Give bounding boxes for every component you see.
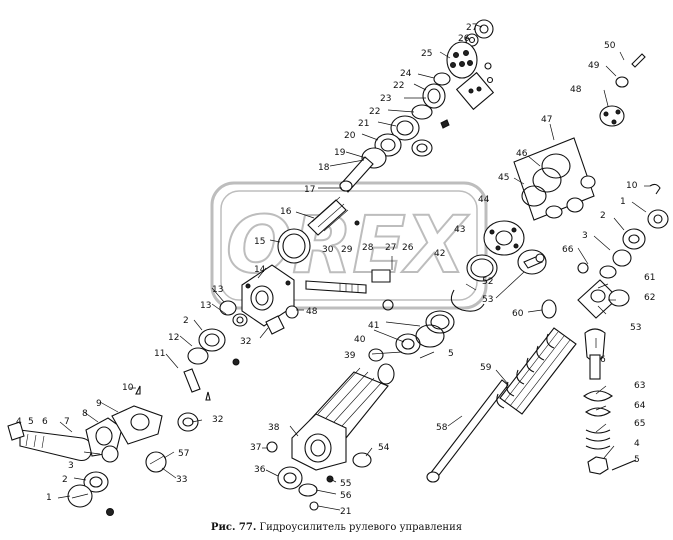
label-66: 66 xyxy=(562,245,574,255)
label-44: 44 xyxy=(478,195,490,205)
label-13a: 13 xyxy=(212,285,223,295)
label-24: 24 xyxy=(400,69,412,79)
label-40: 40 xyxy=(354,335,366,345)
valve-column xyxy=(339,19,495,193)
label-46a: 46 xyxy=(516,149,528,159)
label-43: 43 xyxy=(454,225,465,235)
label-63: 63 xyxy=(634,381,645,391)
label-39: 39 xyxy=(344,351,356,361)
label-28: 26 xyxy=(402,243,414,253)
label-56: 56 xyxy=(340,491,352,501)
label-13b: 13 xyxy=(200,301,211,311)
lower-left-linkage xyxy=(7,385,199,516)
label-32: 30 xyxy=(322,245,334,255)
label-41: 41 xyxy=(368,321,379,331)
label-59: 59 xyxy=(480,363,492,373)
label-21: 21 xyxy=(358,119,369,129)
label-62: 62 xyxy=(644,293,655,303)
label-29: 27 xyxy=(385,243,396,253)
part-labels: 27 26 25 24 22 23 22 21 20 19 18 17 16 1… xyxy=(16,23,655,517)
label-21-lower: 21 xyxy=(340,507,351,517)
label-53a: 53 xyxy=(482,295,493,305)
label-6-left: 6 xyxy=(42,417,48,427)
caption-figure-number: Рис. 77. xyxy=(210,522,257,533)
label-1-right: 1 xyxy=(620,197,626,207)
figure-caption: Рис. 77. Гидроусилитель рулевого управле… xyxy=(0,522,673,533)
label-48: 48 xyxy=(306,307,318,317)
label-18: 18 xyxy=(318,163,330,173)
seal-stack xyxy=(415,137,596,348)
label-7: 7 xyxy=(64,417,70,427)
label-53b: 53 xyxy=(630,323,641,333)
label-12: 12 xyxy=(168,333,179,343)
label-3-left: 3 xyxy=(68,461,74,471)
leader-lines xyxy=(57,24,650,511)
right-column xyxy=(535,53,669,279)
label-17: 17 xyxy=(304,185,315,195)
label-3-right: 3 xyxy=(582,231,588,241)
label-50: 49 xyxy=(588,61,600,71)
label-1-left: 1 xyxy=(46,493,52,503)
label-42: 42 xyxy=(434,249,445,259)
caption-title: Гидроусилитель рулевого управления xyxy=(259,522,463,533)
label-34: 32 xyxy=(212,415,223,425)
upper-body xyxy=(183,264,299,401)
label-9: 9 xyxy=(96,399,102,409)
label-45: 45 xyxy=(498,173,509,183)
label-64: 64 xyxy=(634,401,646,411)
label-38: 38 xyxy=(268,423,280,433)
label-20: 20 xyxy=(344,131,356,141)
label-5-mid: 5 xyxy=(448,349,454,359)
label-10-left: 10 xyxy=(122,383,134,393)
label-49: 48 xyxy=(570,85,582,95)
label-2-right: 2 xyxy=(600,211,606,221)
label-19: 19 xyxy=(334,148,346,158)
label-4-left: 4 xyxy=(16,417,22,427)
label-4-right: 4 xyxy=(634,439,640,449)
label-11: 11 xyxy=(154,349,165,359)
label-36: 36 xyxy=(254,465,266,475)
label-58: 58 xyxy=(436,423,448,433)
label-2-lower: 2 xyxy=(62,475,68,485)
label-5-left: 5 xyxy=(28,417,34,427)
label-30: 28 xyxy=(362,243,374,253)
label-37: 37 xyxy=(250,443,261,453)
label-16: 16 xyxy=(280,207,292,217)
label-2-left: 2 xyxy=(183,316,189,326)
label-65: 65 xyxy=(634,419,645,429)
label-26: 26 xyxy=(458,34,470,44)
cylinder-assembly xyxy=(266,333,421,511)
label-6-right: 6 xyxy=(600,355,606,365)
label-60: 60 xyxy=(512,309,524,319)
label-33: 32 xyxy=(240,337,251,347)
label-27: 27 xyxy=(466,23,477,33)
mid-parts xyxy=(277,196,394,311)
label-52: 52 xyxy=(482,277,493,287)
label-54: 54 xyxy=(378,443,390,453)
label-22b: 22 xyxy=(369,107,380,117)
label-8: 8 xyxy=(82,409,88,419)
label-23: 23 xyxy=(380,94,391,104)
label-47: 47 xyxy=(541,115,552,125)
label-51: 50 xyxy=(604,41,616,51)
label-15: 15 xyxy=(254,237,265,247)
label-22a: 22 xyxy=(393,81,404,91)
label-14: 14 xyxy=(254,265,266,275)
rod-and-bellows xyxy=(426,279,637,483)
label-57: 57 xyxy=(178,449,189,459)
label-55: 55 xyxy=(340,479,351,489)
label-31: 29 xyxy=(341,245,353,255)
label-5-right: 5 xyxy=(634,455,640,465)
label-61: 61 xyxy=(644,273,655,283)
label-35: 33 xyxy=(176,475,187,485)
label-25: 25 xyxy=(421,49,432,59)
label-10-right: 10 xyxy=(626,181,638,191)
